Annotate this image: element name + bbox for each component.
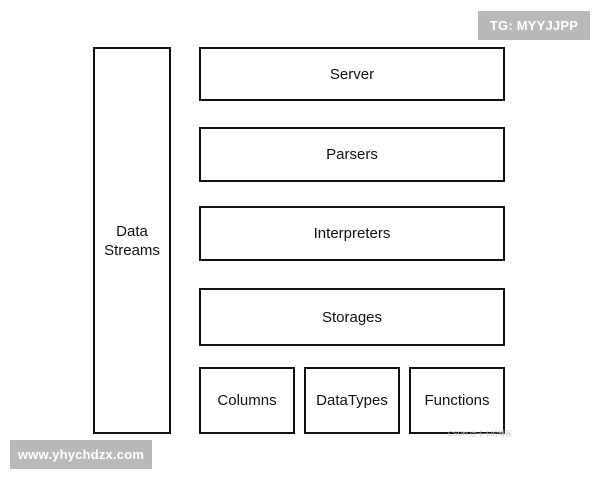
parsers-label: Parsers bbox=[326, 146, 378, 163]
interpreters-label: Interpreters bbox=[313, 225, 391, 242]
storages-box: Storages bbox=[199, 288, 505, 346]
functions-box: Functions bbox=[409, 367, 505, 434]
top-watermark-text: TG: MYYJJPP bbox=[489, 18, 579, 33]
data-streams-box: Data Streams bbox=[93, 47, 171, 434]
datatypes-box: DataTypes bbox=[304, 367, 400, 434]
server-label: Server bbox=[329, 65, 375, 83]
data-streams-line-2: Streams bbox=[104, 241, 160, 259]
faint-watermark: CSDN @卡卡的博客 bbox=[448, 431, 512, 438]
bottom-watermark-text: www.yhychdzx.com bbox=[17, 447, 145, 462]
server-box: Server bbox=[199, 47, 505, 101]
top-watermark-badge: TG: MYYJJPP bbox=[478, 11, 590, 40]
columns-label: Columns bbox=[217, 392, 277, 409]
parsers-box: Parsers bbox=[199, 127, 505, 182]
storages-label: Storages bbox=[321, 308, 383, 326]
datatypes-label: DataTypes bbox=[316, 392, 388, 409]
columns-box: Columns bbox=[199, 367, 295, 434]
data-streams-line-1: Data bbox=[116, 222, 148, 240]
interpreters-box: Interpreters bbox=[199, 206, 505, 261]
bottom-watermark-badge: www.yhychdzx.com bbox=[10, 440, 152, 469]
data-streams-label: Data Streams bbox=[104, 222, 160, 260]
functions-label: Functions bbox=[424, 392, 490, 409]
